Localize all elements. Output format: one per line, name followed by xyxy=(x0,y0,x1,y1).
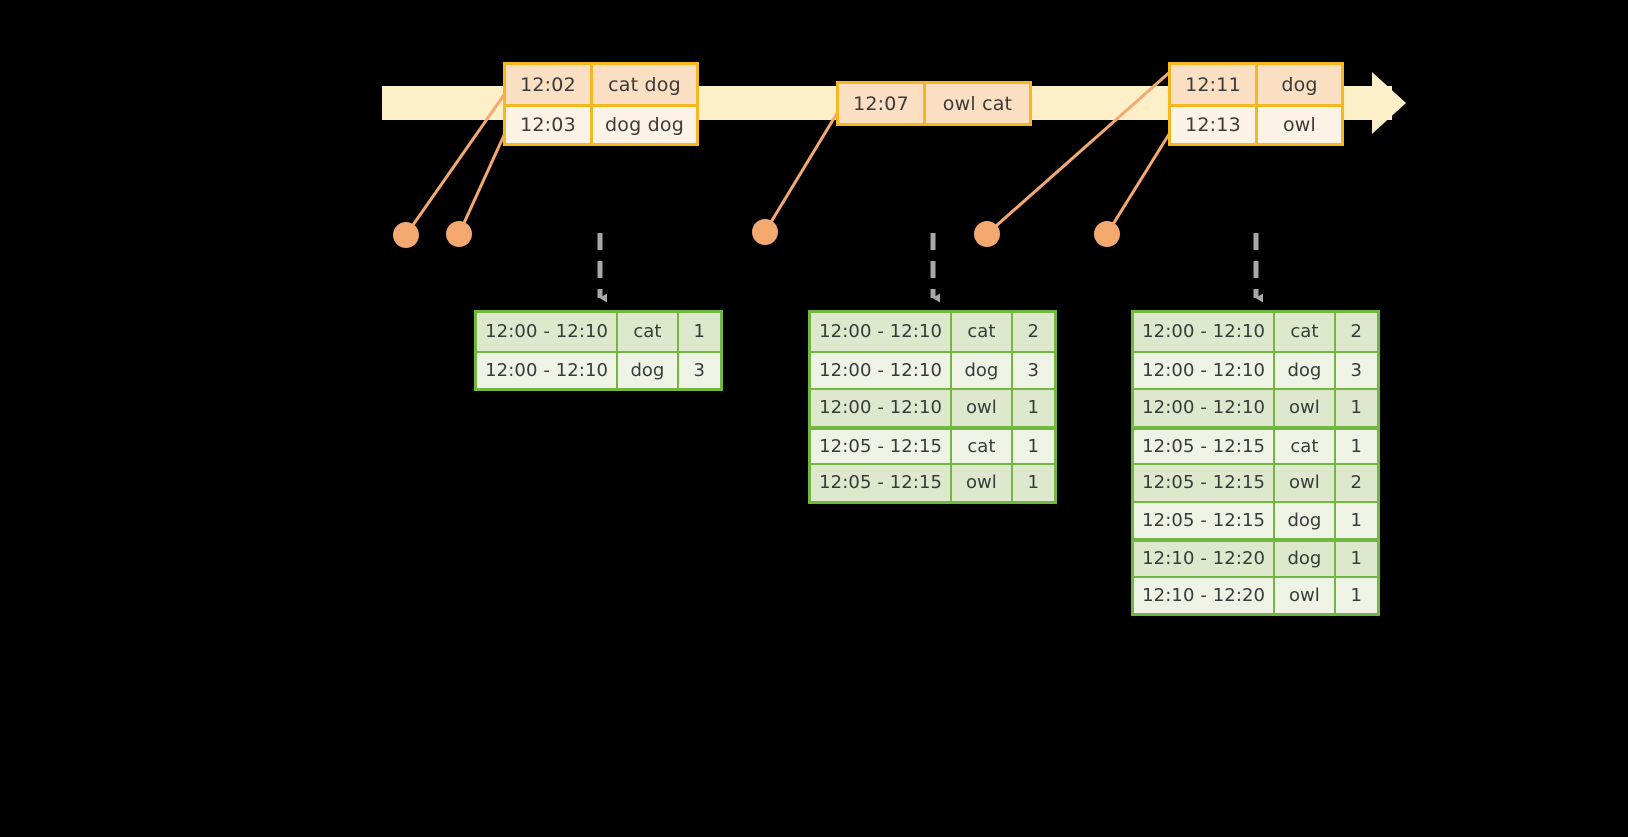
event-row: 12:13 owl xyxy=(1171,104,1341,143)
connector-dot-4 xyxy=(974,221,1000,247)
event-row: 12:07 owl cat xyxy=(839,84,1029,123)
word-key-cell: owl xyxy=(952,390,1013,426)
connector-dots xyxy=(393,219,1120,248)
connector-line-3 xyxy=(763,109,841,233)
event-timestamp: 12:02 xyxy=(506,65,593,104)
count-value-cell: 1 xyxy=(693,321,705,343)
connector-line-1 xyxy=(404,91,508,236)
word-key-cell: cat xyxy=(1275,429,1336,463)
connector-line-5 xyxy=(1105,130,1173,235)
window-interval-cell: 12:00 - 12:10 xyxy=(1134,390,1276,426)
event-payload: owl xyxy=(1282,114,1317,136)
window-interval-cell: 12:05 - 12:15 xyxy=(1134,429,1276,463)
count-value-cell: 1 xyxy=(1350,548,1362,570)
event-timestamp: 12:11 xyxy=(1171,65,1258,104)
event-box-2: 12:07 owl cat xyxy=(836,81,1032,126)
count-value-cell: 2 xyxy=(1350,321,1362,343)
connector-dot-1 xyxy=(393,222,419,248)
window-interval-cell: 12:00 - 12:10 xyxy=(811,313,953,351)
count-value-cell: 1 xyxy=(1027,472,1039,494)
window-interval-cell: 12:00 - 12:10 xyxy=(811,352,953,388)
word-key-cell: owl xyxy=(1275,465,1336,501)
count-value-cell: 2 xyxy=(1027,321,1039,343)
window-interval-cell: 12:05 - 12:15 xyxy=(1134,502,1276,538)
event-timestamp: 12:03 xyxy=(506,107,593,143)
word-key-cell: cat xyxy=(618,313,679,351)
window-interval-cell: 12:00 - 12:10 xyxy=(1134,313,1276,351)
window-interval-cell: 12:00 - 12:10 xyxy=(811,390,953,426)
event-payload: cat dog xyxy=(608,73,681,96)
count-value-cell: 1 xyxy=(1027,435,1039,457)
event-row: 12:11 dog xyxy=(1171,65,1341,104)
window-interval-cell: 12:05 - 12:15 xyxy=(1134,465,1276,501)
word-key-cell: cat xyxy=(952,313,1013,351)
count-value-cell: 3 xyxy=(693,359,705,381)
count-value-cell: 1 xyxy=(1350,584,1362,606)
window-interval-cell: 12:10 - 12:20 xyxy=(1134,577,1276,613)
count-value-cell: 2 xyxy=(1350,472,1362,494)
window-interval-cell: 12:05 - 12:15 xyxy=(811,465,953,501)
word-key-cell: dog xyxy=(952,352,1013,388)
count-value-cell: 3 xyxy=(1350,359,1362,381)
word-key-cell: dog xyxy=(1275,502,1336,538)
word-key-cell: dog xyxy=(618,352,679,388)
window-interval-cell: 12:00 - 12:10 xyxy=(477,313,619,351)
window-interval-cell: 12:10 - 12:20 xyxy=(1134,542,1276,576)
count-value-cell: 1 xyxy=(1350,397,1362,419)
event-timestamp: 12:07 xyxy=(839,84,926,123)
event-box-1: 12:02 cat dog 12:03 dog dog xyxy=(503,62,699,146)
event-payload: dog dog xyxy=(605,114,684,136)
word-key-cell: cat xyxy=(952,429,1013,463)
event-timestamp: 12:13 xyxy=(1171,107,1258,143)
event-payload: dog xyxy=(1281,73,1318,96)
count-value-cell: 1 xyxy=(1350,435,1362,457)
connector-dot-3 xyxy=(752,219,778,245)
word-key-cell: cat xyxy=(1275,313,1336,351)
event-row: 12:02 cat dog xyxy=(506,65,696,104)
event-box-3: 12:11 dog 12:13 owl xyxy=(1168,62,1344,146)
word-key-cell: dog xyxy=(1275,542,1336,576)
count-value-cell: 3 xyxy=(1027,359,1039,381)
word-key-cell: owl xyxy=(1275,577,1336,613)
count-value-cell: 1 xyxy=(1027,397,1039,419)
word-key-cell: owl xyxy=(952,465,1013,501)
window-interval-cell: 12:05 - 12:15 xyxy=(811,429,953,463)
word-key-cell: owl xyxy=(1275,390,1336,426)
window-interval-cell: 12:00 - 12:10 xyxy=(1134,352,1276,388)
connector-line-2 xyxy=(457,130,508,235)
event-payload: owl cat xyxy=(942,92,1013,115)
dashed-arrows xyxy=(597,233,1263,303)
connector-dot-5 xyxy=(1094,221,1120,247)
word-key-cell: dog xyxy=(1275,352,1336,388)
connector-dot-2 xyxy=(446,221,472,247)
event-row: 12:03 dog dog xyxy=(506,104,696,143)
window-interval-cell: 12:00 - 12:10 xyxy=(477,352,619,388)
count-value-cell: 1 xyxy=(1350,509,1362,531)
